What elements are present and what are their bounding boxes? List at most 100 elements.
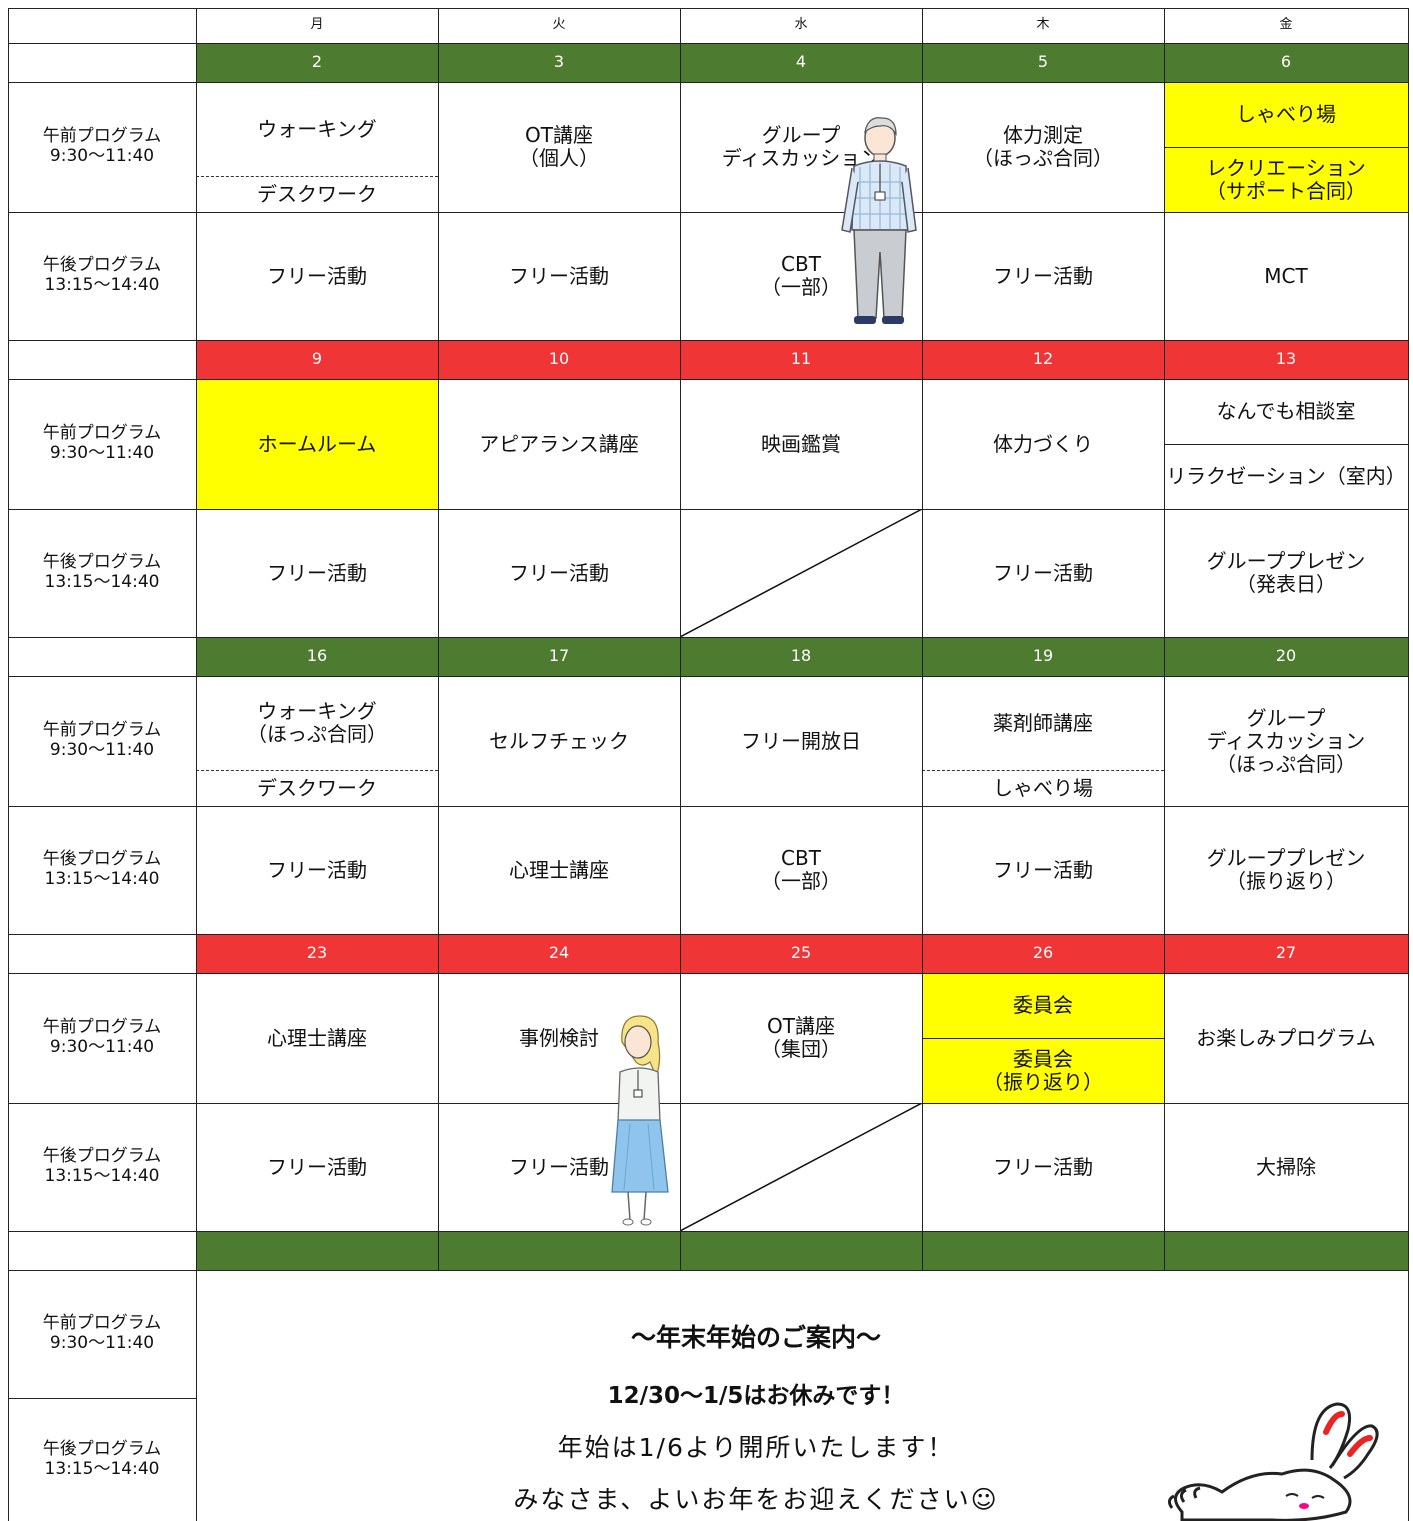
date-number: 18 <box>680 637 922 676</box>
grid-line <box>8 8 9 1231</box>
cell-divider <box>1164 444 1408 445</box>
pm-program-label: 午後プログラム 13:15～14:40 <box>42 849 162 889</box>
grid-line <box>1408 1231 1409 1270</box>
program-cell: フリー活動 <box>509 1154 609 1179</box>
date-number: 20 <box>1164 637 1408 676</box>
date-number: 13 <box>1164 340 1408 379</box>
grid-line <box>8 340 1408 341</box>
program-cell: CBT （一部） <box>761 846 841 893</box>
program-cell: 映画鑑賞 <box>761 431 841 456</box>
program-cell-top: 薬剤師講座 <box>993 710 1093 735</box>
program-cell: フリー活動 <box>993 1154 1093 1179</box>
grid-line <box>1164 1231 1165 1270</box>
program-cell-top: ウォーキング （ほっぷ合同） <box>247 699 387 746</box>
date-strip-empty <box>680 1231 922 1270</box>
notice-greeting: みなさま、よいお年をお迎えください☺ <box>513 1485 999 1514</box>
am-program-label: 午前プログラム 9:30～11:40 <box>42 423 162 463</box>
date-strip-empty <box>196 1231 438 1270</box>
program-cell-bottom: デスクワーク <box>257 775 377 800</box>
grid-line <box>1408 1270 1409 1521</box>
notice-reopen-date: 年始は1/6より開所いたします！ <box>557 1433 955 1462</box>
date-number: 25 <box>680 934 922 973</box>
pm-program-label: 午後プログラム 13:15～14:40 <box>42 1146 162 1186</box>
program-cell: フリー開放日 <box>741 728 861 753</box>
date-number: 23 <box>196 934 438 973</box>
year-end-notice: ～年末年始のご案内～ 12/30～1/5はお休みです！ 年始は1/6より開所いた… <box>196 1308 1316 1516</box>
grid-line <box>1164 8 1165 1231</box>
program-cell: フリー活動 <box>509 263 609 288</box>
grid-line <box>8 379 1408 380</box>
program-cell: OT講座 （集団） <box>761 1014 841 1061</box>
grid-line <box>8 8 1408 9</box>
date-number: 24 <box>438 934 680 973</box>
notice-closed-dates: 12/30～1/5はお休みです！ <box>607 1383 905 1409</box>
program-cell: フリー活動 <box>993 857 1093 882</box>
grid-line <box>8 1231 9 1521</box>
program-cell-top: ウォーキング <box>257 116 377 141</box>
grid-line <box>8 1398 196 1399</box>
date-number: 10 <box>438 340 680 379</box>
grid-line <box>1408 8 1409 1231</box>
program-cell-bottom: しゃべり場 <box>993 775 1093 800</box>
program-cell: 体力測定 （ほっぷ合同） <box>973 123 1113 170</box>
pm-program-label: 午後プログラム 13:15～14:40 <box>42 552 162 592</box>
program-cell-top: しゃべり場 <box>1164 82 1408 147</box>
program-cell: フリー活動 <box>267 560 367 585</box>
grid-line <box>8 509 1408 510</box>
program-cell: フリー活動 <box>993 263 1093 288</box>
rabbit-illustration <box>1167 1402 1379 1521</box>
program-cell: グループプレゼン （振り返り） <box>1206 846 1366 893</box>
grid-line <box>196 1231 197 1521</box>
am-program-label: 午前プログラム 9:30～11:40 <box>42 720 162 760</box>
program-cell-top: なんでも相談室 <box>1216 399 1356 423</box>
program-cell-top: 委員会 <box>922 973 1164 1038</box>
grid-line <box>8 43 1408 44</box>
grid-line <box>8 676 1408 677</box>
grid-line <box>8 637 1408 638</box>
grid-line <box>196 8 197 1231</box>
woman-illustration <box>611 1015 669 1226</box>
program-cell: グループ ディスカッション <box>721 123 881 170</box>
program-cell: グループプレゼン （発表日） <box>1206 549 1366 596</box>
program-cell: アピアランス講座 <box>479 431 639 456</box>
weekday-header: 金 <box>1279 17 1293 33</box>
date-number: 6 <box>1164 43 1408 82</box>
date-number: 26 <box>922 934 1164 973</box>
grid-line <box>438 8 439 1231</box>
grid-line <box>680 1231 681 1270</box>
weekday-header: 水 <box>794 17 808 33</box>
grid-line <box>438 1231 439 1270</box>
program-cell-bottom: デスクワーク <box>257 181 377 206</box>
date-number: 4 <box>680 43 922 82</box>
date-number: 12 <box>922 340 1164 379</box>
grid-line <box>8 1103 1408 1104</box>
no-program-slash <box>680 509 922 637</box>
program-cell: 心理士講座 <box>509 857 609 882</box>
program-cell: フリー活動 <box>267 263 367 288</box>
pm-program-label: 午後プログラム 13:15～14:40 <box>42 255 162 295</box>
grid-line <box>922 1231 923 1270</box>
date-strip-empty <box>922 1231 1164 1270</box>
grid-line <box>8 806 1408 807</box>
no-program-slash <box>680 1103 922 1231</box>
grid-line <box>922 8 923 1231</box>
grid-line <box>8 82 1408 83</box>
date-number: 16 <box>196 637 438 676</box>
weekday-header: 木 <box>1036 17 1050 33</box>
program-cell: フリー活動 <box>267 1154 367 1179</box>
dashed-divider <box>196 176 438 177</box>
am-program-label: 午前プログラム 9:30～11:40 <box>42 126 162 166</box>
pm-program-label: 午後プログラム 13:15～14:40 <box>42 1438 162 1479</box>
program-cell: 心理士講座 <box>267 1025 367 1050</box>
man-illustration <box>841 117 917 324</box>
date-number: 5 <box>922 43 1164 82</box>
program-cell: ホームルーム <box>196 379 438 509</box>
program-cell: お楽しみプログラム <box>1196 1025 1376 1050</box>
am-program-label: 午前プログラム 9:30～11:40 <box>42 1017 162 1057</box>
dashed-divider <box>922 770 1164 771</box>
cell-divider <box>922 1038 1164 1039</box>
program-cell-bottom: レクリエーション （サポート合同） <box>1164 147 1408 212</box>
program-cell: MCT <box>1264 263 1308 288</box>
date-number: 19 <box>922 637 1164 676</box>
